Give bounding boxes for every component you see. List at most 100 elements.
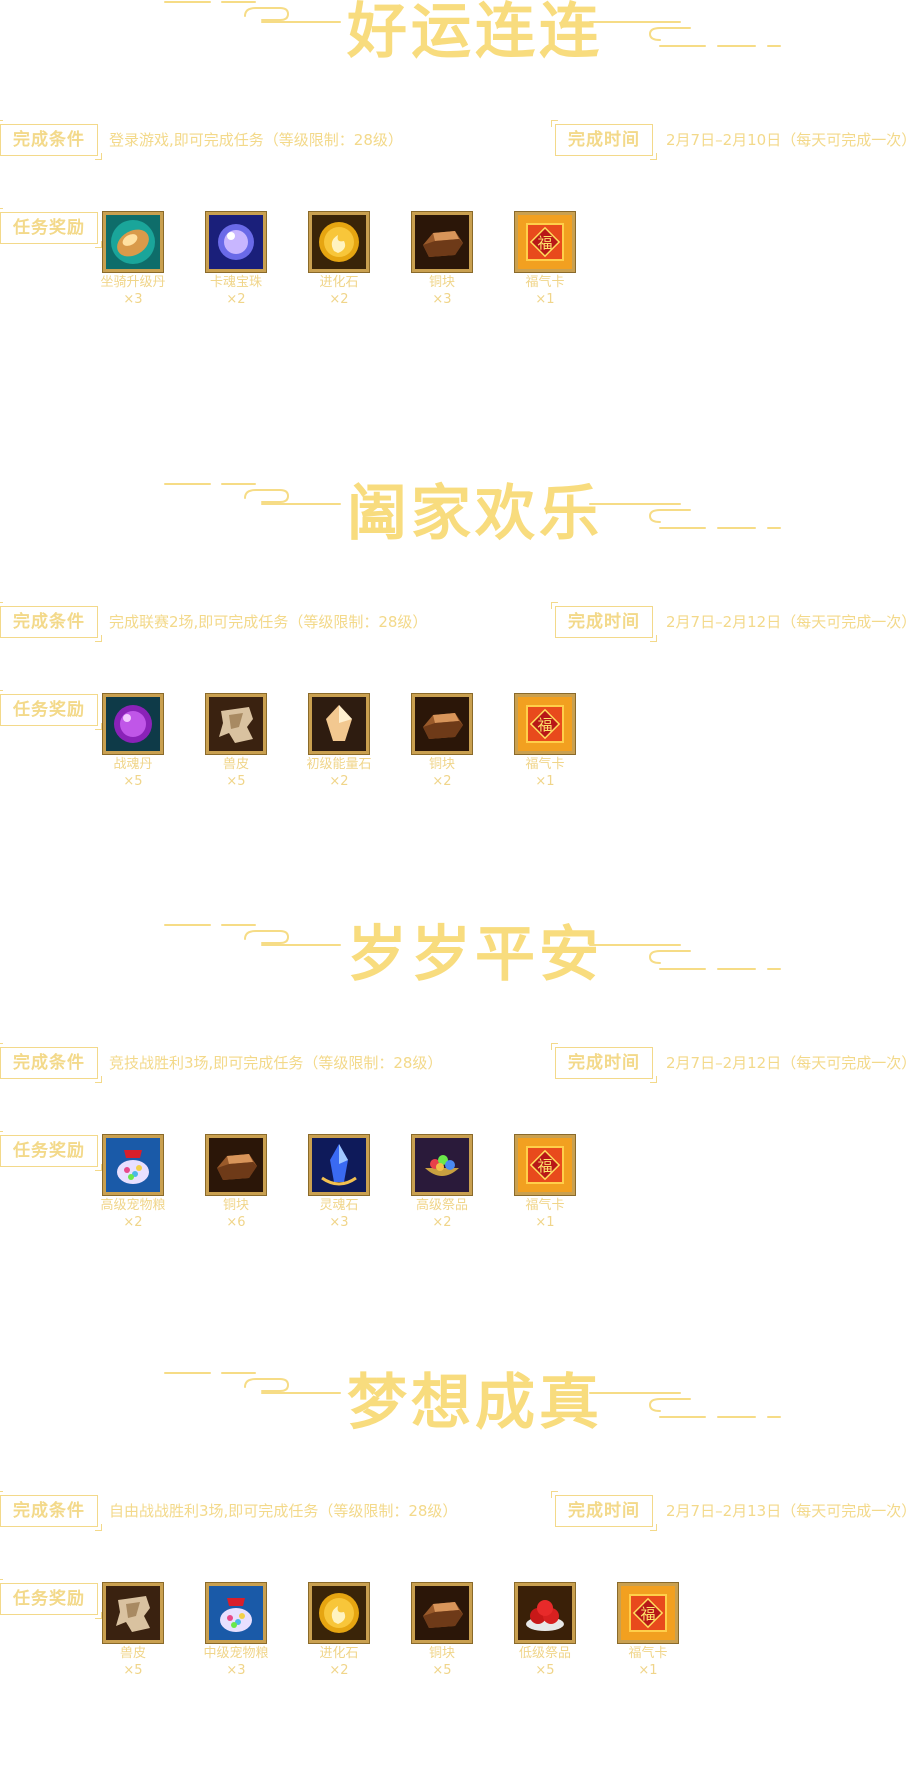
- svg-text:福: 福: [537, 1157, 552, 1175]
- reward-item[interactable]: 战魂丹 ×5: [83, 694, 183, 790]
- fortune-card-icon[interactable]: 福: [618, 1583, 678, 1643]
- condition-text: 完成联赛2场,即可完成任务（等级限制：28级）: [109, 613, 428, 631]
- reward-item[interactable]: 进化石 ×2: [289, 1583, 389, 1679]
- reward-name: 坐骑升级丹: [100, 275, 166, 290]
- reward-name: 福气卡: [525, 275, 565, 290]
- reward-item[interactable]: 坐骑升级丹 ×3: [83, 212, 183, 308]
- reward-item[interactable]: 福 福气卡 ×1: [598, 1583, 698, 1679]
- pet-food-jar-icon[interactable]: [206, 1583, 266, 1643]
- reward-item[interactable]: 福 福气卡 ×1: [495, 1135, 595, 1231]
- reward-quantity: ×1: [638, 1663, 658, 1678]
- title-ornament: [164, 1, 781, 47]
- svg-text:福: 福: [537, 716, 552, 734]
- reward-quantity: ×2: [329, 292, 349, 307]
- reward-quantity: ×2: [226, 292, 246, 307]
- reward-name: 中级宠物粮: [203, 1646, 269, 1661]
- reward-name: 兽皮: [119, 1646, 146, 1661]
- svg-text:福: 福: [640, 1605, 655, 1623]
- time-tag: 完成时间: [551, 120, 657, 160]
- mount-upgrade-pill-icon[interactable]: [103, 212, 163, 272]
- reward-item[interactable]: 高级祭品 ×2: [392, 1135, 492, 1231]
- reward-quantity: ×3: [432, 292, 452, 307]
- reward-quantity: ×5: [123, 774, 143, 789]
- time-text: 2月7日–2月12日（每天可完成一次）: [666, 613, 917, 631]
- reward-name: 高级宠物粮: [100, 1198, 166, 1213]
- reward-quantity: ×3: [226, 1663, 246, 1678]
- reward-name: 战魂丹: [113, 757, 153, 772]
- pet-food-jar-icon[interactable]: [103, 1135, 163, 1195]
- section-title-bar: 梦想成真: [0, 1368, 919, 1451]
- reward-quantity: ×1: [535, 774, 555, 789]
- evolution-stone-icon[interactable]: [309, 212, 369, 272]
- evolution-stone-icon[interactable]: [309, 1583, 369, 1643]
- energy-stone-icon[interactable]: [309, 694, 369, 754]
- reward-name: 初级能量石: [306, 757, 372, 772]
- task-section: 梦想成真 完成条件 自由战战胜利3场,即可完成任务（等级限制：28级） 完成时间…: [0, 1368, 919, 1791]
- beast-hide-icon[interactable]: [103, 1583, 163, 1643]
- section-title: 好运连连: [347, 0, 603, 67]
- reward-quantity: ×2: [329, 774, 349, 789]
- time-tag: 完成时间: [551, 602, 657, 642]
- reward-item[interactable]: 铜块 ×6: [186, 1135, 286, 1231]
- copper-block-icon[interactable]: [412, 694, 472, 754]
- condition-text: 竞技战胜利3场,即可完成任务（等级限制：28级）: [109, 1054, 443, 1072]
- reward-quantity: ×1: [535, 292, 555, 307]
- reward-item[interactable]: 铜块 ×5: [392, 1583, 492, 1679]
- reward-item[interactable]: 低级祭品 ×5: [495, 1583, 595, 1679]
- task-section: 岁岁平安 完成条件 竞技战胜利3场,即可完成任务（等级限制：28级） 完成时间 …: [0, 920, 919, 1343]
- section-title: 岁岁平安: [347, 920, 603, 990]
- reward-item[interactable]: 铜块 ×3: [392, 212, 492, 308]
- reward-quantity: ×5: [432, 1663, 452, 1678]
- card-soul-orb-icon[interactable]: [206, 212, 266, 272]
- task-section: 阖家欢乐 完成条件 完成联赛2场,即可完成任务（等级限制：28级） 完成时间 2…: [0, 479, 919, 902]
- reward-item[interactable]: 铜块 ×2: [392, 694, 492, 790]
- reward-item[interactable]: 福 福气卡 ×1: [495, 694, 595, 790]
- reward-name: 福气卡: [628, 1646, 668, 1661]
- battle-soul-pill-icon[interactable]: [103, 694, 163, 754]
- soul-stone-icon[interactable]: [309, 1135, 369, 1195]
- title-ornament: [164, 924, 781, 970]
- section-title-bar: 阖家欢乐: [0, 479, 919, 562]
- reward-item[interactable]: 兽皮 ×5: [186, 694, 286, 790]
- reward-name: 铜块: [428, 1646, 455, 1661]
- fortune-card-icon[interactable]: 福: [515, 1135, 575, 1195]
- reward-item[interactable]: 卡魂宝珠 ×2: [186, 212, 286, 308]
- reward-quantity: ×2: [329, 1663, 349, 1678]
- reward-item[interactable]: 初级能量石 ×2: [289, 694, 389, 790]
- reward-name: 兽皮: [222, 757, 249, 772]
- reward-item[interactable]: 高级宠物粮 ×2: [83, 1135, 183, 1231]
- reward-name: 福气卡: [525, 1198, 565, 1213]
- reward-name: 铜块: [428, 757, 455, 772]
- reward-quantity: ×5: [535, 1663, 555, 1678]
- reward-item[interactable]: 中级宠物粮 ×3: [186, 1583, 286, 1679]
- reward-tag: 任务奖励: [0, 690, 102, 730]
- section-title: 梦想成真: [347, 1368, 603, 1438]
- section-title-bar: 好运连连: [0, 0, 919, 80]
- fortune-card-icon[interactable]: 福: [515, 694, 575, 754]
- copper-block-icon[interactable]: [412, 212, 472, 272]
- time-tag: 完成时间: [551, 1491, 657, 1531]
- reward-tag: 任务奖励: [0, 1131, 102, 1171]
- fortune-card-icon[interactable]: 福: [515, 212, 575, 272]
- condition-text: 自由战战胜利3场,即可完成任务（等级限制：28级）: [109, 1502, 458, 1520]
- offering-bowl-icon[interactable]: [412, 1135, 472, 1195]
- title-ornament: [164, 483, 781, 529]
- beast-hide-icon[interactable]: [206, 694, 266, 754]
- reward-name: 福气卡: [525, 757, 565, 772]
- reward-item[interactable]: 兽皮 ×5: [83, 1583, 183, 1679]
- reward-name: 灵魂石: [319, 1198, 359, 1213]
- reward-name: 进化石: [319, 1646, 359, 1661]
- copper-block-icon[interactable]: [206, 1135, 266, 1195]
- section-title-bar: 岁岁平安: [0, 920, 919, 1003]
- copper-block-icon[interactable]: [412, 1583, 472, 1643]
- reward-name: 铜块: [222, 1198, 249, 1213]
- reward-item[interactable]: 福 福气卡 ×1: [495, 212, 595, 308]
- reward-name: 铜块: [428, 275, 455, 290]
- reward-quantity: ×3: [329, 1215, 349, 1230]
- reward-item[interactable]: 灵魂石 ×3: [289, 1135, 389, 1231]
- time-text: 2月7日–2月13日（每天可完成一次）: [666, 1502, 917, 1520]
- reward-item[interactable]: 进化石 ×2: [289, 212, 389, 308]
- title-ornament: [164, 1372, 781, 1418]
- reward-quantity: ×5: [123, 1663, 143, 1678]
- apple-offering-icon[interactable]: [515, 1583, 575, 1643]
